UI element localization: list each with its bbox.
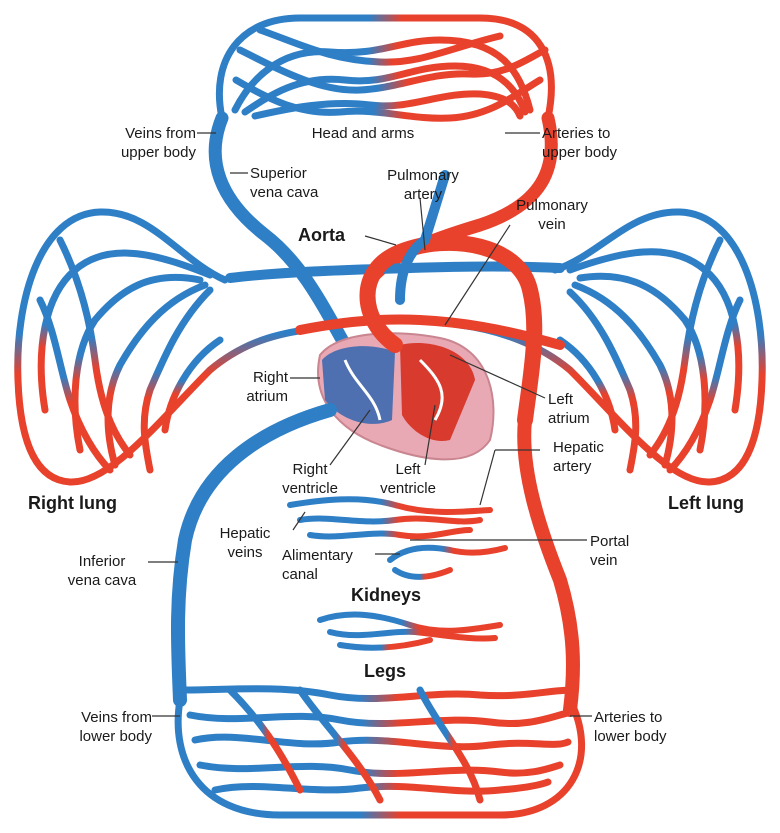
heart [318,333,493,459]
label-line: Right [265,460,355,479]
head-arms-capillaries [219,18,551,118]
label-line: ventricle [265,479,355,498]
label-legs: Legs [350,662,420,681]
label-veins-upper-body: Veins from upper body [70,124,196,162]
label-arteries-lower-body: Arteries to lower body [594,708,704,746]
label-line: atrium [548,409,618,428]
label-kidneys: Kidneys [336,586,436,605]
label-line: vena cava [56,571,148,590]
label-line: canal [282,565,377,584]
label-portal-vein: Portal vein [590,532,660,570]
label-pulmonary-artery: Pulmonary artery [378,166,468,204]
label-head-and-arms: Head and arms [294,124,432,143]
label-left-atrium: Left atrium [548,390,618,428]
legs-capillaries [178,689,581,815]
label-alimentary-canal: Alimentary canal [282,546,377,584]
label-arteries-upper-body: Arteries to upper body [542,124,662,162]
label-hepatic-artery: Hepatic artery [553,438,633,476]
label-line: Alimentary [282,546,377,565]
label-line: lower body [594,727,704,746]
label-line: Hepatic [210,524,280,543]
label-line: Arteries to [594,708,704,727]
label-line: artery [378,185,468,204]
label-left-ventricle: Left ventricle [365,460,451,498]
label-hepatic-veins: Hepatic veins [210,524,280,562]
label-line: atrium [220,387,288,406]
label-line: Veins from [70,124,196,143]
label-line: Arteries to [542,124,662,143]
label-line: artery [553,457,633,476]
label-inferior-vena-cava: Inferior vena cava [56,552,148,590]
label-superior-vena-cava: Superior vena cava [250,164,350,202]
label-line: upper body [70,143,196,162]
label-line: upper body [542,143,662,162]
label-veins-lower-body: Veins from lower body [40,708,152,746]
label-left-lung: Left lung [668,494,778,513]
label-line: veins [210,543,280,562]
label-line: Left [365,460,451,479]
label-line: vein [502,215,602,234]
label-line: Pulmonary [502,196,602,215]
label-line: Left [548,390,618,409]
label-line: lower body [40,727,152,746]
label-pulmonary-vein: Pulmonary vein [502,196,602,234]
label-line: vena cava [250,183,350,202]
label-line: Right [220,368,288,387]
label-line: Superior [250,164,350,183]
label-line: Inferior [56,552,148,571]
label-line: Pulmonary [378,166,468,185]
label-right-lung: Right lung [28,494,158,513]
label-right-atrium: Right atrium [220,368,288,406]
label-right-ventricle: Right ventricle [265,460,355,498]
label-line: ventricle [365,479,451,498]
label-line: Veins from [40,708,152,727]
label-aorta: Aorta [298,226,368,245]
label-line: Portal [590,532,660,551]
label-line: Hepatic [553,438,633,457]
label-line: vein [590,551,660,570]
